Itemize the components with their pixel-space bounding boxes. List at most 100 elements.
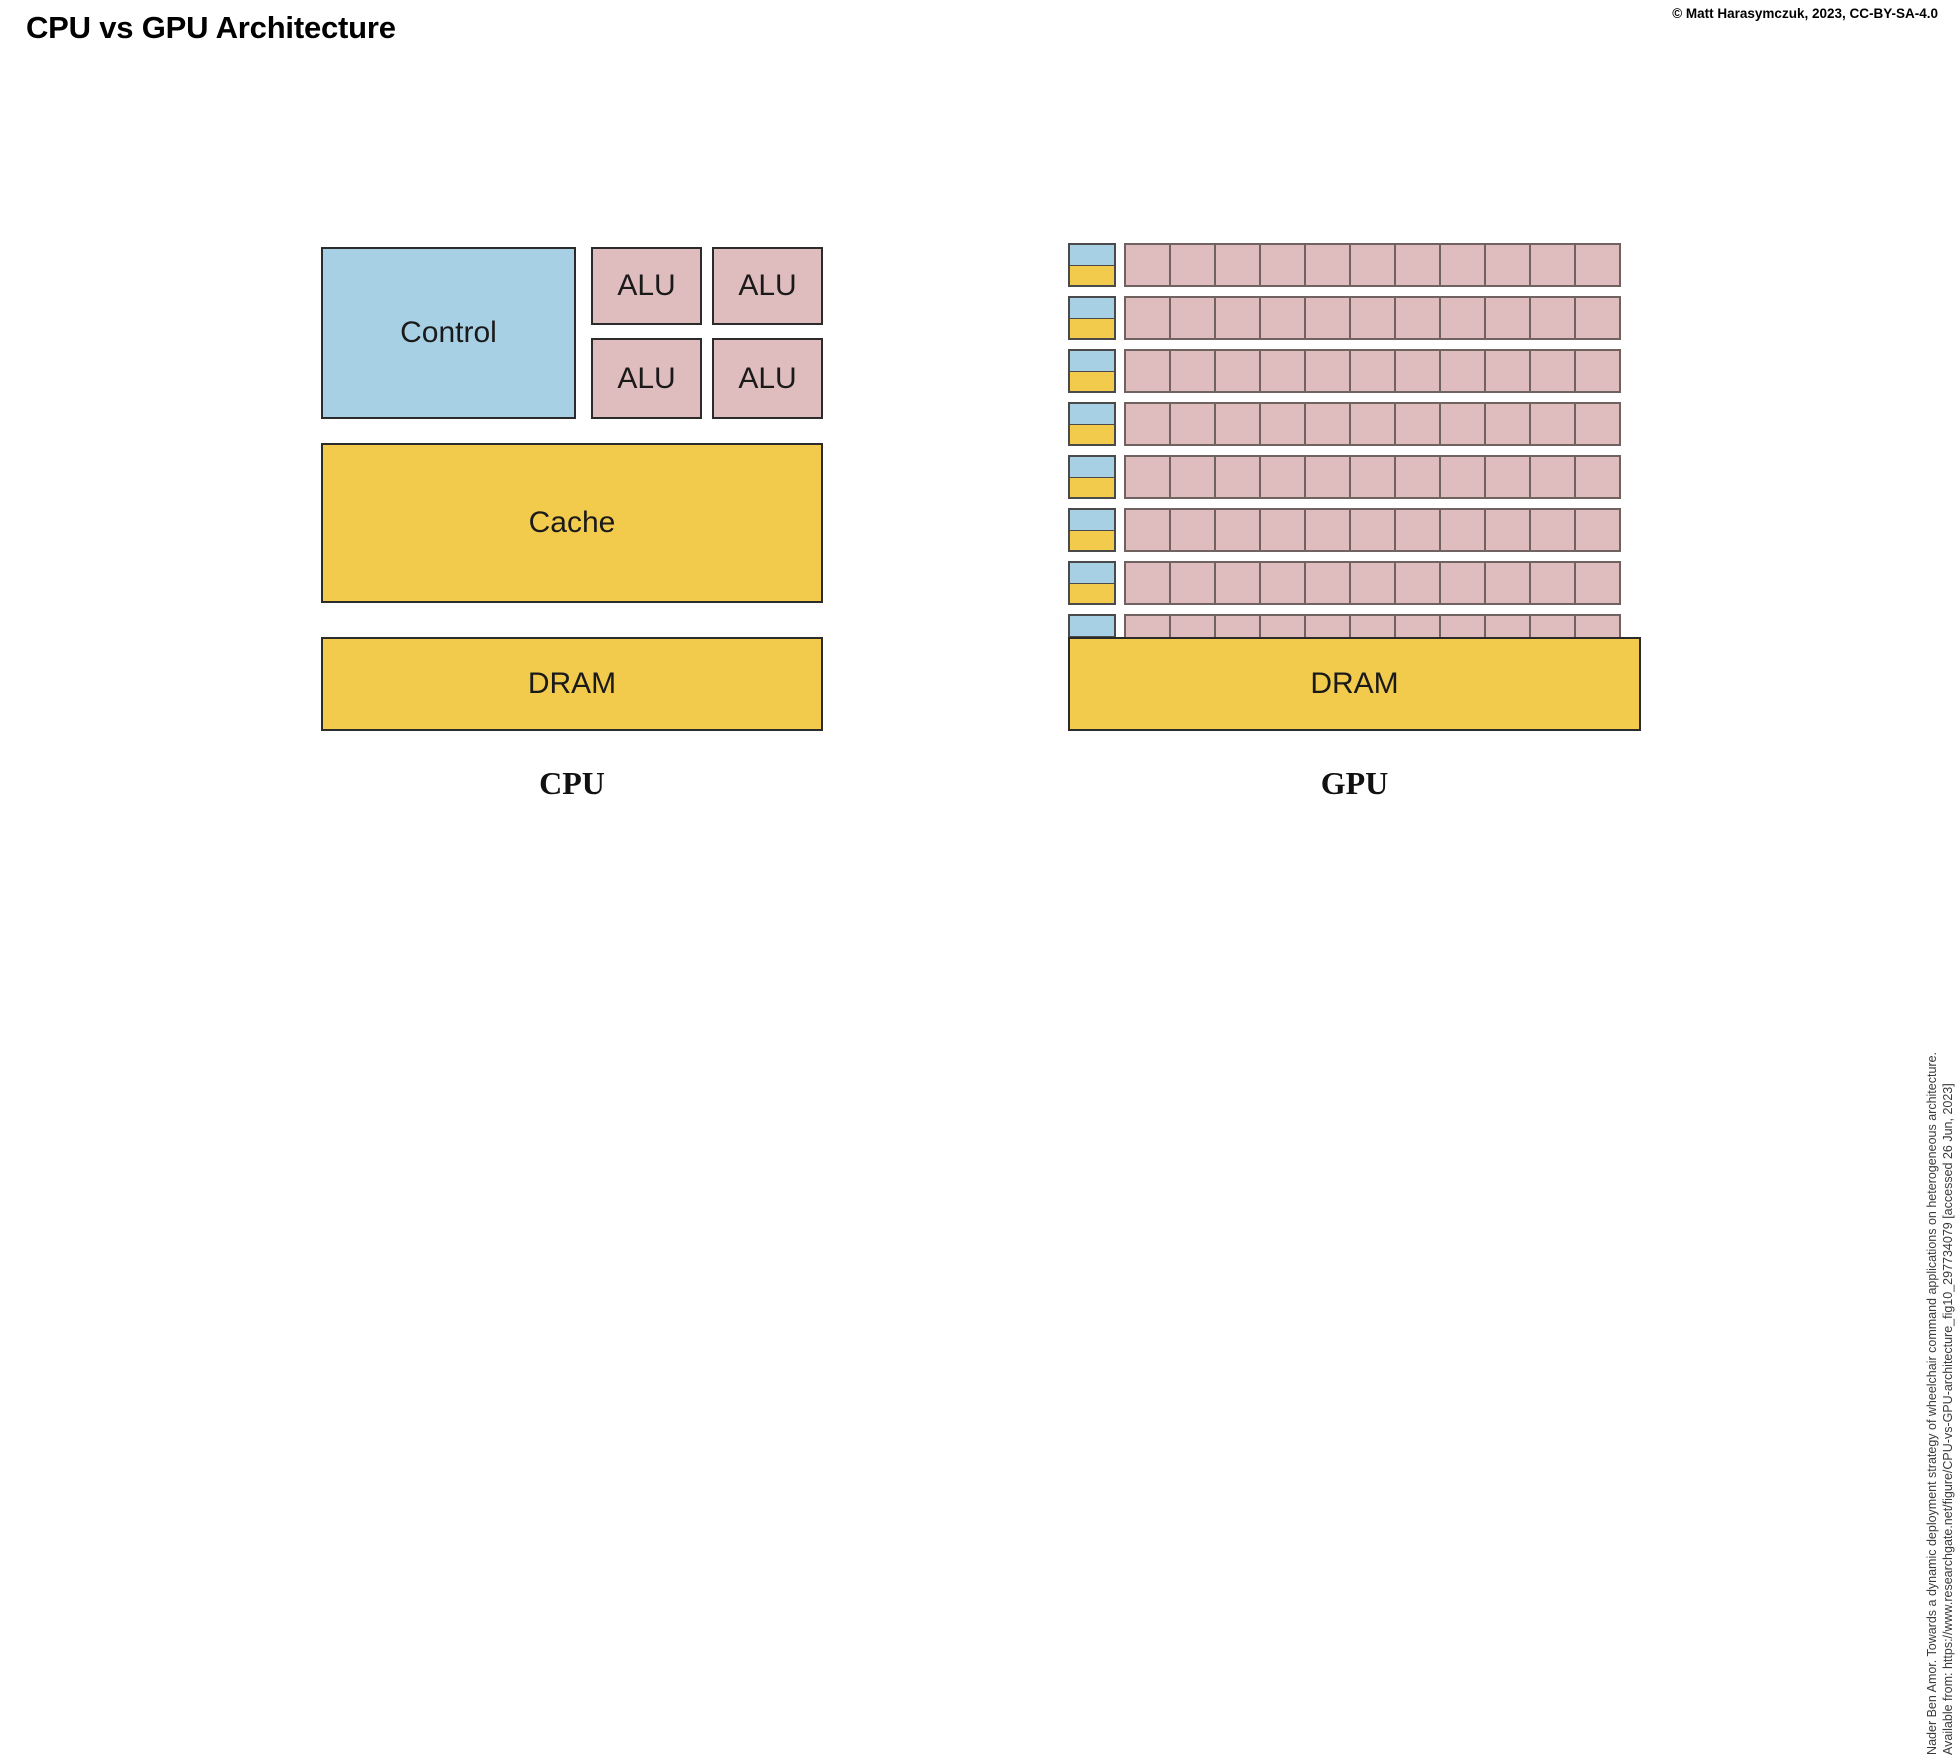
gpu-alu-cell: [1574, 349, 1621, 393]
gpu-alu-cell: [1304, 296, 1351, 340]
gpu-alu-cell: [1529, 561, 1576, 605]
gpu-alu-cell: [1259, 402, 1306, 446]
gpu-alu-cell: [1484, 455, 1531, 499]
gpu-alu-cell: [1124, 561, 1171, 605]
gpu-alu-cell: [1574, 243, 1621, 287]
cpu-alu-block-3: ALU: [591, 338, 702, 419]
gpu-control-bottom-half: [1070, 424, 1114, 444]
gpu-alu-cell: [1169, 296, 1216, 340]
gpu-dram-block: DRAM: [1068, 637, 1641, 731]
gpu-alu-cell: [1259, 349, 1306, 393]
gpu-alu-cell: [1214, 402, 1261, 446]
gpu-alu-cell: [1259, 508, 1306, 552]
gpu-core-row: [1068, 561, 1621, 605]
gpu-alu-cell: [1349, 561, 1396, 605]
gpu-alu-cell: [1304, 349, 1351, 393]
cpu-dram-label: DRAM: [527, 667, 617, 700]
gpu-alu-cell: [1484, 243, 1531, 287]
gpu-alu-cell: [1214, 349, 1261, 393]
gpu-alu-cell: [1349, 349, 1396, 393]
gpu-alu-cell: [1214, 508, 1261, 552]
gpu-alu-cell: [1484, 402, 1531, 446]
cpu-alu-block-1: ALU: [591, 247, 702, 325]
gpu-alu-cell: [1574, 561, 1621, 605]
gpu-alu-cell: [1394, 243, 1441, 287]
gpu-control-block: [1068, 402, 1116, 446]
gpu-alu-cell: [1169, 508, 1216, 552]
gpu-alu-cell: [1304, 243, 1351, 287]
gpu-alu-cell: [1529, 349, 1576, 393]
gpu-core-grid: [1068, 243, 1621, 658]
attribution-line-1: Nader Ben Amor. Towards a dynamic deploy…: [1925, 1052, 1939, 1755]
gpu-alu-cell: [1214, 296, 1261, 340]
gpu-control-bottom-half: [1070, 318, 1114, 338]
gpu-control-block: [1068, 296, 1116, 340]
gpu-control-top-half: [1070, 616, 1114, 637]
gpu-alu-cell: [1124, 508, 1171, 552]
gpu-alu-cell: [1304, 402, 1351, 446]
gpu-alu-cell: [1304, 508, 1351, 552]
gpu-alu-cell: [1169, 455, 1216, 499]
gpu-alu-cells: [1124, 508, 1621, 552]
attribution-line-2: Available from: https://www.researchgate…: [1941, 1083, 1955, 1755]
gpu-alu-cell: [1349, 455, 1396, 499]
gpu-alu-cell: [1214, 561, 1261, 605]
cpu-alu-block-4: ALU: [712, 338, 823, 419]
gpu-control-block: [1068, 561, 1116, 605]
gpu-alu-cell: [1529, 455, 1576, 499]
gpu-control-top-half: [1070, 298, 1114, 319]
gpu-control-top-half: [1070, 351, 1114, 372]
cpu-alu-block-2: ALU: [712, 247, 823, 325]
gpu-alu-cell: [1394, 296, 1441, 340]
gpu-alu-cell: [1124, 243, 1171, 287]
gpu-alu-cell: [1169, 349, 1216, 393]
gpu-alu-cell: [1124, 402, 1171, 446]
gpu-alu-cell: [1439, 349, 1486, 393]
gpu-control-top-half: [1070, 404, 1114, 425]
gpu-core-row: [1068, 349, 1621, 393]
gpu-alu-cell: [1574, 508, 1621, 552]
gpu-control-block: [1068, 508, 1116, 552]
gpu-alu-cells: [1124, 243, 1621, 287]
gpu-alu-cell: [1304, 455, 1351, 499]
gpu-control-bottom-half: [1070, 530, 1114, 550]
gpu-control-block: [1068, 243, 1116, 287]
gpu-alu-cell: [1124, 349, 1171, 393]
gpu-caption: GPU: [1320, 765, 1389, 801]
gpu-core-row: [1068, 402, 1621, 446]
gpu-alu-cell: [1349, 296, 1396, 340]
gpu-alu-cell: [1169, 243, 1216, 287]
cpu-cache-label: Cache: [528, 506, 616, 539]
gpu-control-block: [1068, 455, 1116, 499]
gpu-alu-cell: [1484, 508, 1531, 552]
gpu-alu-cell: [1169, 561, 1216, 605]
gpu-control-top-half: [1070, 510, 1114, 531]
gpu-control-bottom-half: [1070, 265, 1114, 285]
gpu-alu-cell: [1349, 402, 1396, 446]
gpu-alu-cell: [1124, 296, 1171, 340]
cpu-alu-label-4: ALU: [738, 361, 797, 395]
cpu-control-label: Control: [400, 316, 497, 349]
gpu-alu-cell: [1439, 508, 1486, 552]
gpu-dram-label: DRAM: [1310, 667, 1399, 700]
gpu-control-bottom-half: [1070, 477, 1114, 497]
gpu-alu-cell: [1529, 508, 1576, 552]
cpu-cache-block: Cache: [321, 443, 823, 603]
gpu-alu-cell: [1484, 561, 1531, 605]
gpu-alu-cell: [1439, 243, 1486, 287]
gpu-control-bottom-half: [1070, 371, 1114, 391]
gpu-alu-cell: [1529, 402, 1576, 446]
gpu-control-bottom-half: [1070, 583, 1114, 603]
gpu-alu-cell: [1439, 296, 1486, 340]
gpu-alu-cell: [1394, 508, 1441, 552]
gpu-alu-cell: [1214, 455, 1261, 499]
gpu-alu-cell: [1169, 402, 1216, 446]
gpu-alu-cell: [1349, 243, 1396, 287]
gpu-alu-cell: [1529, 296, 1576, 340]
gpu-alu-cells: [1124, 402, 1621, 446]
gpu-alu-cells: [1124, 296, 1621, 340]
gpu-alu-cells: [1124, 561, 1621, 605]
gpu-alu-cell: [1484, 349, 1531, 393]
gpu-alu-cell: [1124, 455, 1171, 499]
gpu-alu-cell: [1349, 508, 1396, 552]
